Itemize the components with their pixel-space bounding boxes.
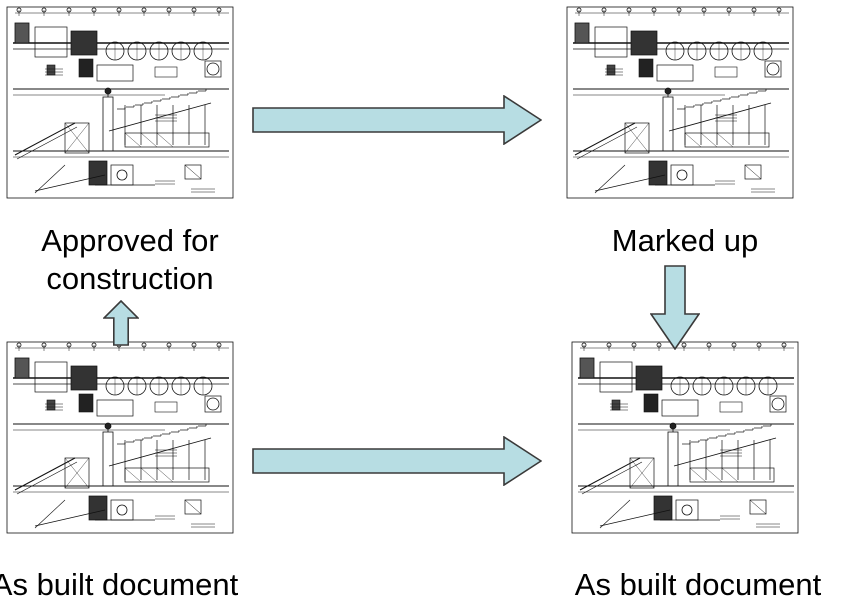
engineering-drawing-graphic xyxy=(6,6,234,199)
label-marked-up: Marked up xyxy=(570,222,800,260)
arrow-right-top xyxy=(252,95,542,145)
arrow-right-bottom xyxy=(252,436,542,486)
label-as-built-left: As built document xyxy=(0,566,250,604)
label-line-1: Marked up xyxy=(611,223,759,258)
drawing-marked-up xyxy=(565,5,795,200)
arrow-shape xyxy=(252,436,542,486)
drawing-approved-for-construction xyxy=(5,5,235,200)
drawing-as-built-right xyxy=(570,340,800,535)
arrow-shape xyxy=(252,95,542,145)
drawing-as-built-left xyxy=(5,340,235,535)
arrow-shape xyxy=(650,265,700,350)
engineering-drawing-graphic xyxy=(566,6,794,199)
engineering-drawing-graphic xyxy=(571,341,799,534)
label-line-1: As built document xyxy=(0,567,239,602)
label-line-1: As built document xyxy=(574,567,822,602)
arrow-shape xyxy=(103,300,139,346)
arrow-up-left xyxy=(103,300,139,346)
label-line-1: Approved for xyxy=(41,223,219,258)
arrow-down-right xyxy=(650,265,700,350)
engineering-drawing-graphic xyxy=(6,341,234,534)
label-line-2: construction xyxy=(46,261,214,296)
label-as-built-right: As built document xyxy=(553,566,843,604)
label-approved-for-construction: Approved for construction xyxy=(15,222,245,298)
